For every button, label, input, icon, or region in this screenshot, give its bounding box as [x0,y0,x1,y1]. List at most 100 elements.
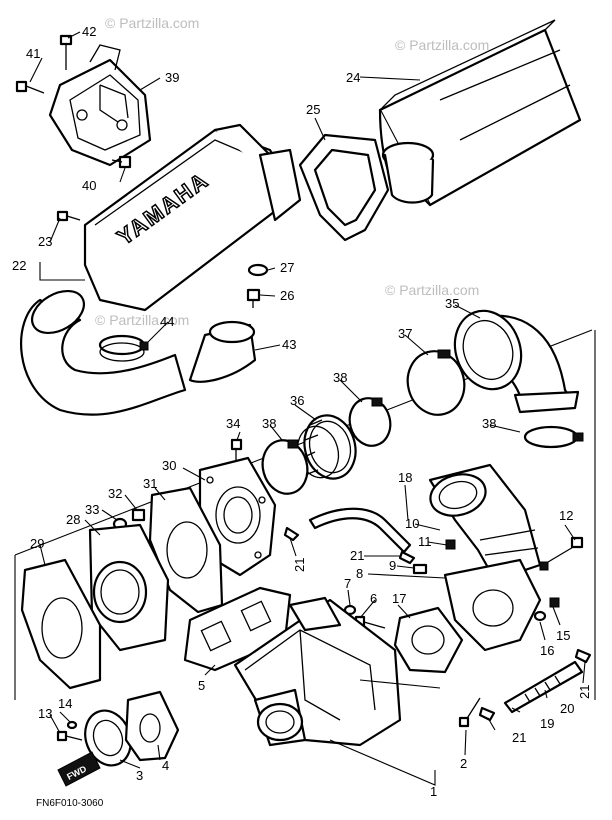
part-11-nut [445,539,456,550]
callout-5: 5 [198,678,205,693]
callout-7: 7 [344,576,351,591]
callout-38-middle: 38 [333,370,347,385]
callout-13: 13 [38,706,52,721]
callout-27: 27 [280,260,294,275]
callout-29: 29 [30,536,44,551]
part-25-gasket [298,133,390,242]
part-15-nut [549,597,560,608]
callout-37: 37 [398,326,412,341]
part-41-bolt [15,80,45,94]
part-18-hose [308,507,412,554]
callout-11: 11 [418,534,432,549]
part-38-clamp-right [523,425,584,449]
part-9-nipple [412,563,428,575]
part-17-gasket [393,606,464,674]
part-40-bolt [111,155,132,169]
callout-14: 14 [58,696,72,711]
callout-26: 26 [280,288,294,303]
part-43-hose [20,289,257,416]
callout-38-right: 38 [482,416,496,431]
callout-2: 2 [460,756,467,771]
part-39-bracket [48,44,152,167]
part-3-cover [84,709,132,767]
watermark-middle-left: © Partzilla.com [95,312,189,328]
part-34-bolt [230,438,243,462]
callout-43: 43 [282,337,296,352]
fwd-arrow-icon: FWD [57,751,101,787]
callout-15: 15 [556,628,570,643]
callout-10: 10 [405,516,419,531]
part-22-muffler: YAMAHA [83,123,302,312]
callout-32: 32 [108,486,122,501]
part-14-washer [66,720,78,730]
callout-31: 31 [143,476,157,491]
callout-35: 35 [445,296,459,311]
leader-lines [29,31,586,786]
watermark-top-left: © Partzilla.com [105,15,199,31]
callout-16: 16 [540,643,554,658]
part-12-stud [539,536,584,571]
part-21-clip-middle [398,550,416,565]
callout-6: 6 [370,591,377,606]
part-38-clamp-middle [348,397,392,447]
part-44-clamp [98,334,149,362]
part-21-clip-lower [478,706,496,722]
callout-34: 34 [226,416,240,431]
callout-labels: 1 2 3 4 5 6 7 8 9 10 11 12 13 14 15 16 1… [12,24,592,799]
callout-30: 30 [162,458,176,473]
part-19-20-fitting [503,660,584,714]
part-10-elbow [428,463,542,582]
part-38-clamp-left [261,439,309,495]
callout-22: 22 [12,258,26,273]
callout-42: 42 [82,24,96,39]
part-1-manifold [233,596,402,747]
part-27-washer [247,263,269,277]
callout-44: 44 [160,314,174,329]
callout-28: 28 [66,512,80,527]
callout-38-left: 38 [262,416,276,431]
callout-21-right: 21 [577,685,592,699]
part-28-plate [88,523,170,652]
callout-36: 36 [290,393,304,408]
part-13-bolt [56,730,83,742]
callout-21-middle: 21 [350,548,364,563]
part-21-clip-upper [283,526,300,542]
callout-23: 23 [38,234,52,249]
callout-21-upper: 21 [292,558,307,572]
callout-24: 24 [346,70,360,85]
part-4-gasket [124,690,180,762]
drawing-code: FN6F010-3060 [36,798,104,809]
part-29-gasket [20,558,102,690]
callout-17: 17 [392,591,406,606]
callout-25: 25 [306,102,320,117]
part-37-clamp [406,349,466,416]
part-42-bolt [59,34,73,70]
callout-39: 39 [165,70,179,85]
part-24-chamber [378,19,582,207]
callout-12: 12 [559,508,573,523]
callout-9: 9 [389,558,396,573]
callout-3: 3 [136,768,143,783]
callout-33: 33 [85,502,99,517]
callout-41: 41 [26,46,40,61]
callout-1: 1 [430,784,437,799]
part-8-manifold-section [443,558,542,652]
section-divider-bottom [14,330,596,700]
callout-8: 8 [356,566,363,581]
callout-19: 19 [540,716,554,731]
watermark-middle-right: © Partzilla.com [385,282,479,298]
part-16-washer [533,610,547,622]
part-35-elbow [453,309,580,414]
part-23-bolt [56,210,81,222]
callout-4: 4 [162,758,169,773]
callout-40: 40 [82,178,96,193]
part-26-bolt [246,288,261,308]
part-2-bolt [458,697,481,728]
part-32-bolt [131,508,146,522]
callout-18: 18 [398,470,412,485]
watermark-top-right: © Partzilla.com [395,37,489,53]
callout-20: 20 [560,701,574,716]
part-21-clip-right [574,648,592,664]
callout-21-lower: 21 [512,730,526,745]
